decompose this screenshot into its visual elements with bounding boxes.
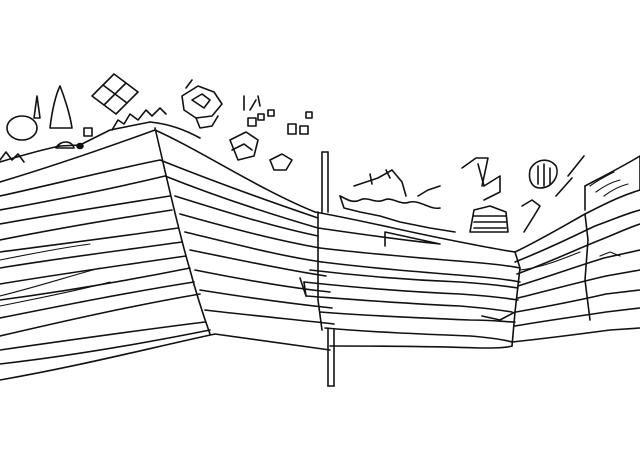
circle-icon (6, 115, 38, 141)
crane-rig-icon (229, 95, 261, 161)
flag-icon (477, 163, 501, 201)
strata-left-block (0, 127, 331, 381)
boulder-icon (55, 127, 93, 150)
obelisk-icon (33, 95, 41, 119)
post-line-icon (461, 157, 489, 187)
wire-fence-icon (353, 169, 441, 197)
branch-icon (521, 155, 585, 233)
tower-pole-icon (321, 151, 329, 213)
stepped-pyramid-icon (469, 205, 509, 233)
bore-shaft (327, 327, 335, 387)
small-blocks-icon (247, 109, 313, 171)
tree-icon (528, 159, 558, 189)
cone-icon (49, 85, 73, 129)
strata-right-block (511, 155, 640, 347)
hatch-marks-icon (589, 171, 629, 197)
hut-ruin-icon (181, 79, 223, 129)
strata-middle-block (174, 195, 521, 349)
grid-window-icon (91, 73, 139, 115)
